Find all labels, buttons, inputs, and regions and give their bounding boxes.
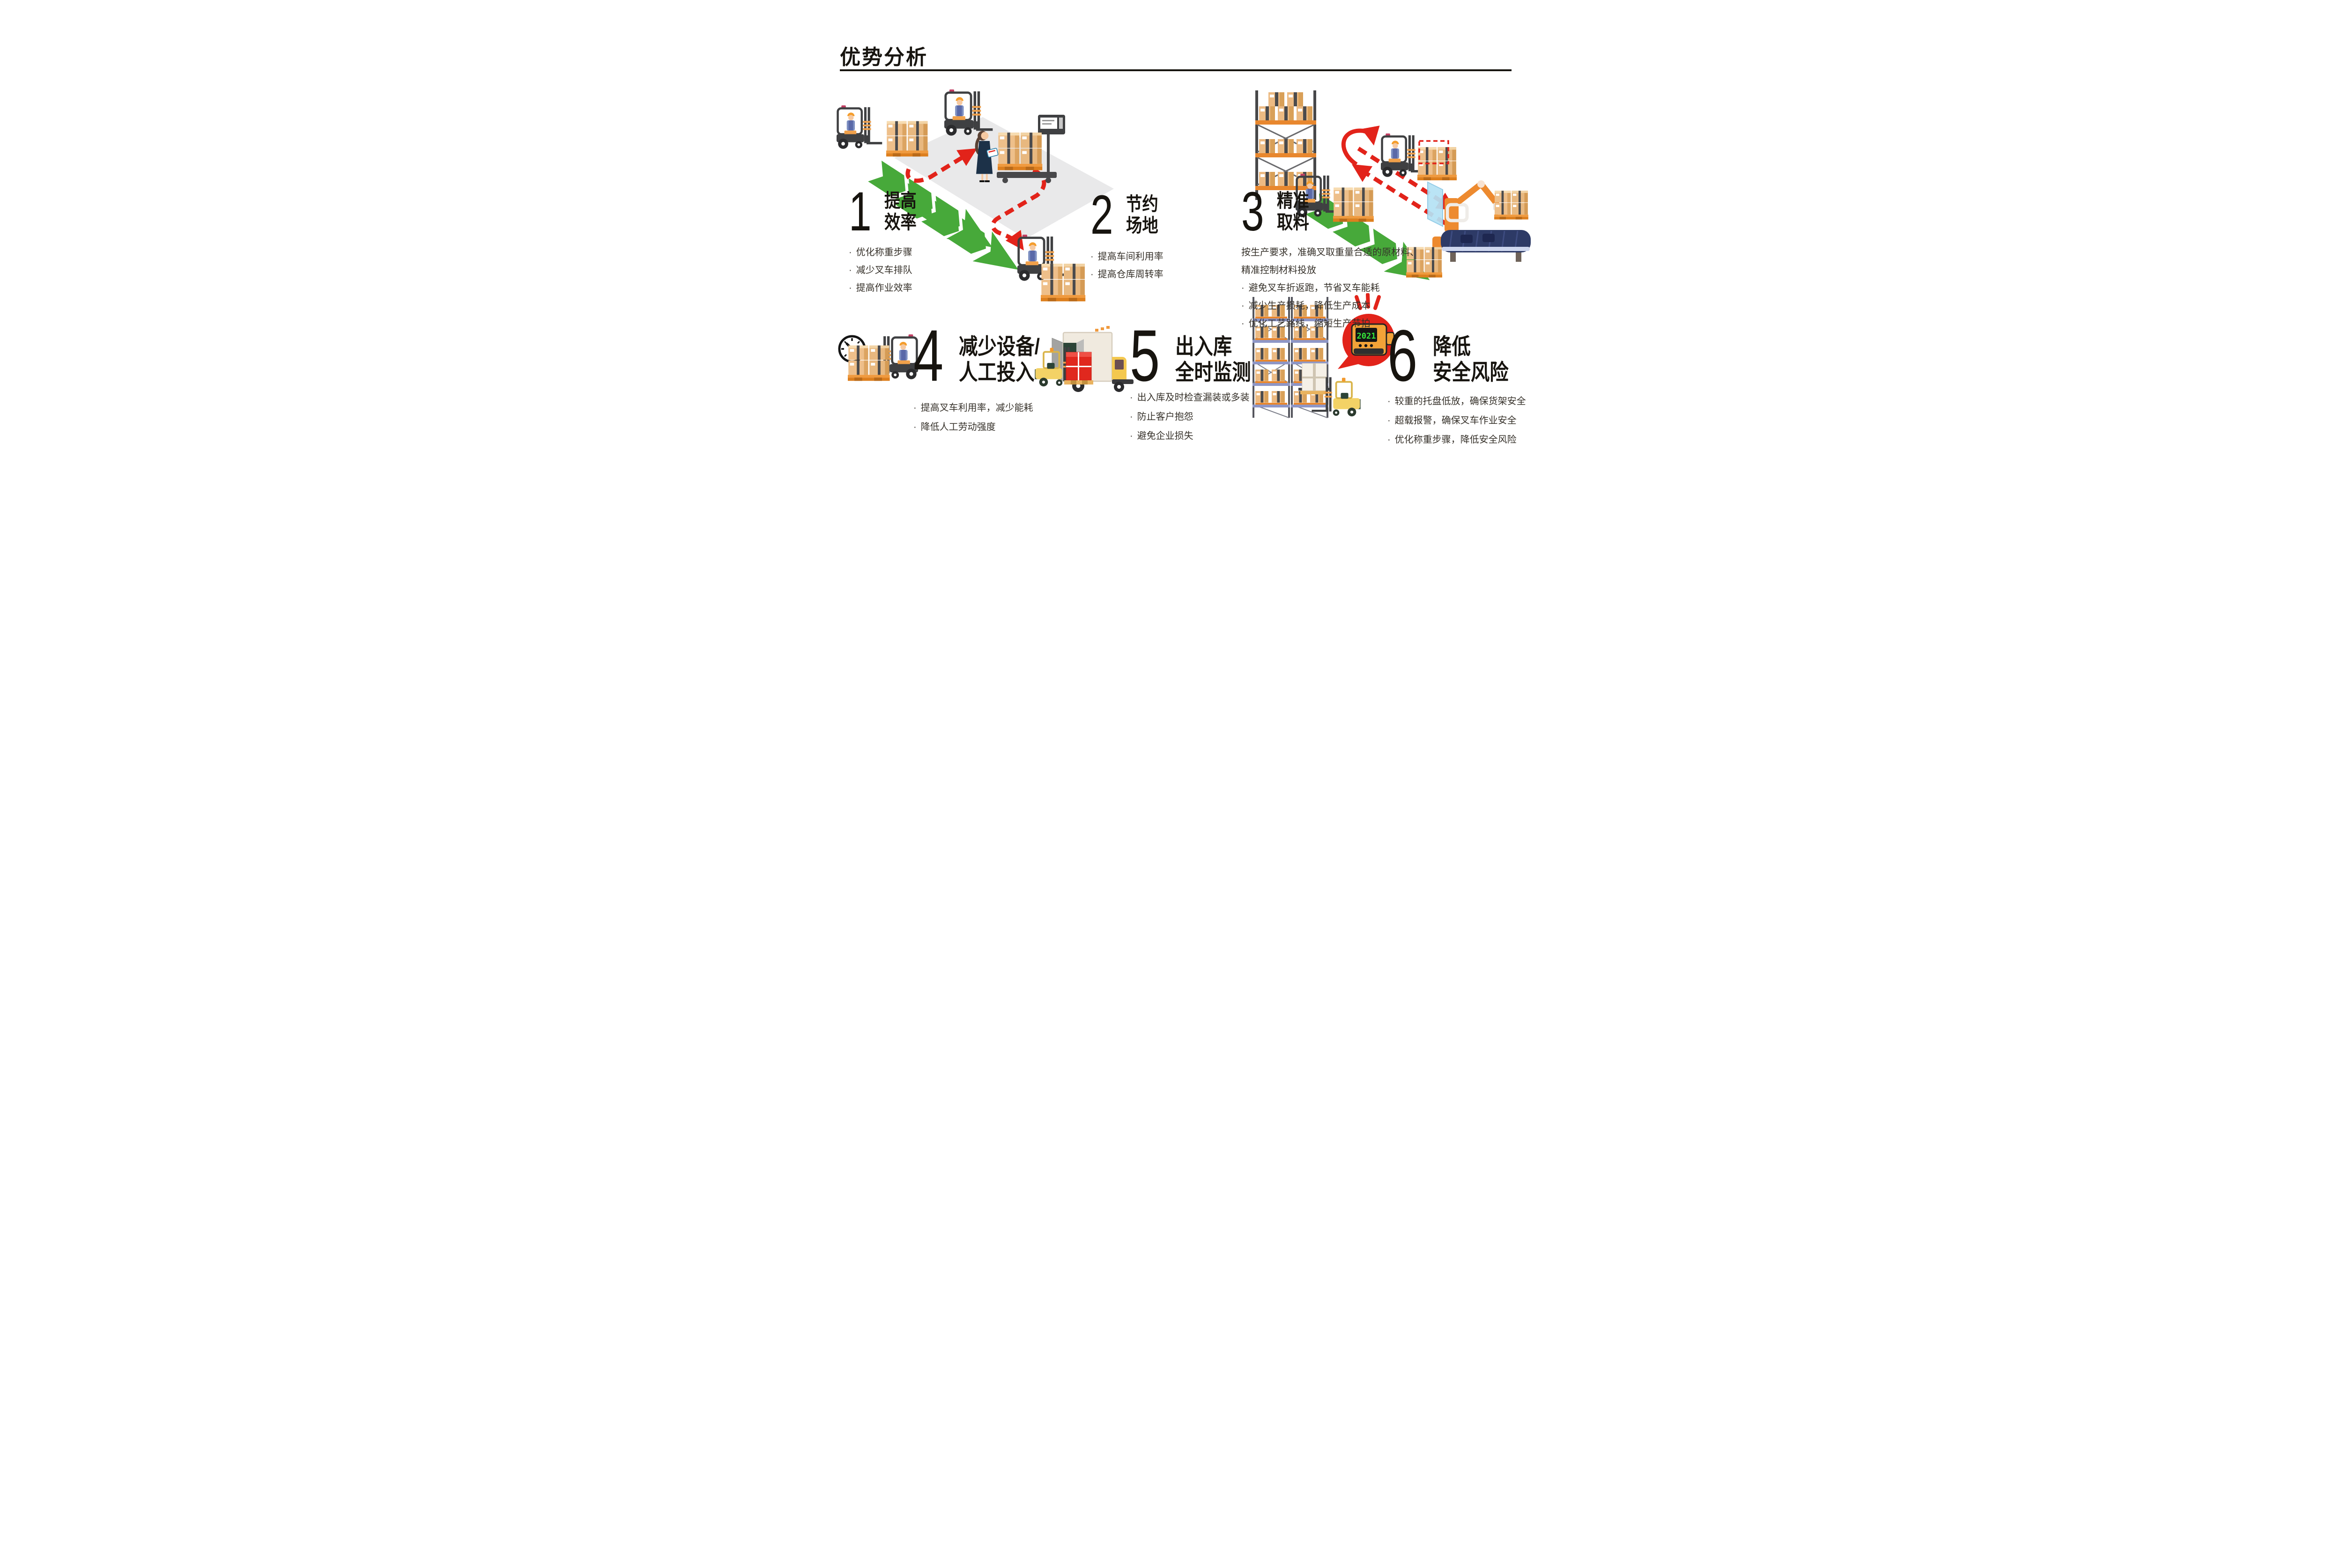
bullet-item: ·提高叉车利用率，减少能耗: [913, 402, 1033, 413]
indicator-value: 2021: [1357, 332, 1376, 341]
bullet-item: ·优化称重步骤，降低安全风险: [1387, 434, 1517, 445]
pallet-boxes-icon: [848, 345, 890, 381]
scene-equipment-reduction-illustration: [838, 322, 924, 381]
red-detour-path-icon: [991, 168, 1046, 251]
title-underline: [840, 69, 1512, 71]
pallet-boxes-icon: [1041, 264, 1086, 302]
bullet-item: ·减少叉车排队: [849, 265, 912, 276]
section-number: 6: [1387, 315, 1418, 397]
bullet-item: ·提高车间利用率: [1090, 251, 1164, 262]
weighing-station-icon: [997, 115, 1065, 183]
section-number: 3: [1241, 181, 1264, 243]
forklift-icon: [837, 105, 882, 149]
section-reduce-equipment: 4 减少设备/ 人工投入 ·提高叉车利用率，减少能耗 ·降低人工劳动强度: [913, 315, 1068, 440]
section-title: 精准 取料: [1276, 191, 1309, 233]
scene-precise-picking-illustration: [1241, 82, 1531, 295]
pallet-boxes-icon: [1494, 191, 1528, 220]
section-io-monitoring: 5 出入库 全时监测 ·出入库及时检查漏装或多装 ·防止客户抱怨 ·避免企业损失: [1130, 315, 1275, 448]
bullet-item: ·出入库及时检查漏装或多装: [1130, 392, 1250, 403]
section-title: 降低 安全风险: [1432, 333, 1509, 385]
bullet-item: ·减少生产损耗，降低生产成本: [1241, 301, 1371, 311]
bullet-item: ·优化称重步骤: [849, 247, 912, 258]
bullet-item: ·防止客户抱怨: [1130, 411, 1193, 422]
section-improve-efficiency: 1 提高 效率 ·优化称重步骤 ·减少叉车排队 ·提高作业效率: [849, 181, 989, 300]
section-number: 4: [913, 315, 944, 397]
bullet-item: ·超载报警，确保叉车作业安全: [1387, 415, 1517, 426]
red-uturn-arrow-icon: [1341, 126, 1380, 166]
selected-load-outline-icon: [1418, 140, 1449, 164]
bullet-item: ·避免叉车折返跑，节省叉车能耗: [1241, 283, 1380, 294]
section-save-space: 2 节约 场地 ·提高车间利用率 ·提高仓库周转率: [1090, 184, 1231, 286]
scene-truck-monitoring-illustration: [1034, 326, 1134, 392]
scene-efficiency-illustration: [834, 77, 1114, 302]
overload-alarm-badge: 2021: [1338, 293, 1395, 369]
scene-safety-illustration: 2021: [1246, 293, 1395, 427]
section-title: 出入库 全时监测: [1175, 333, 1251, 385]
lifted-pallet-icon: [1298, 363, 1331, 394]
bullet-item: ·提高仓库周转率: [1090, 269, 1164, 280]
bullet-item: ·提高作业效率: [849, 283, 912, 294]
section-reduce-risk: 6 降低 安全风险 ·较重的托盘低放，确保货架安全 ·超载报警，确保叉车作业安全…: [1387, 315, 1542, 448]
bullet-item: ·较重的托盘低放，确保货架安全: [1387, 396, 1526, 407]
section-title: 节约 场地: [1126, 194, 1158, 237]
section-number: 5: [1130, 315, 1160, 397]
section-number: 1: [849, 181, 872, 243]
pallet-boxes-icon: [1417, 147, 1457, 180]
bullet-item: ·避免企业损失: [1130, 430, 1193, 441]
bullet-item: ·优化工艺路线，缩短生产节拍: [1241, 318, 1371, 329]
pallet-boxes-icon: [886, 121, 928, 157]
alert-rays-icon: [1355, 293, 1381, 310]
inspector-woman-icon: [975, 131, 999, 182]
red-pallet-load-icon: [1064, 352, 1093, 385]
forklift-icon: [944, 89, 993, 136]
page-title: 优势分析: [840, 46, 928, 69]
section-title: 提高 效率: [884, 191, 917, 233]
red-detour-path-icon: [905, 148, 978, 183]
advantage-analysis-infographic: 优势分析: [796, 0, 1546, 448]
weighing-indicator-icon: 2021: [1351, 323, 1395, 356]
bullet-item: ·降低人工劳动强度: [913, 422, 996, 432]
section-number: 2: [1090, 184, 1113, 246]
section-intro: 按生产要求，准确叉取重量合适的原材料、 精准控制材料投放: [1241, 247, 1419, 276]
section-precise-picking: 3 精准 取料 按生产要求，准确叉取重量合适的原材料、 精准控制材料投放 ·避免…: [1241, 181, 1447, 335]
section-title: 减少设备/ 人工投入: [958, 333, 1040, 385]
